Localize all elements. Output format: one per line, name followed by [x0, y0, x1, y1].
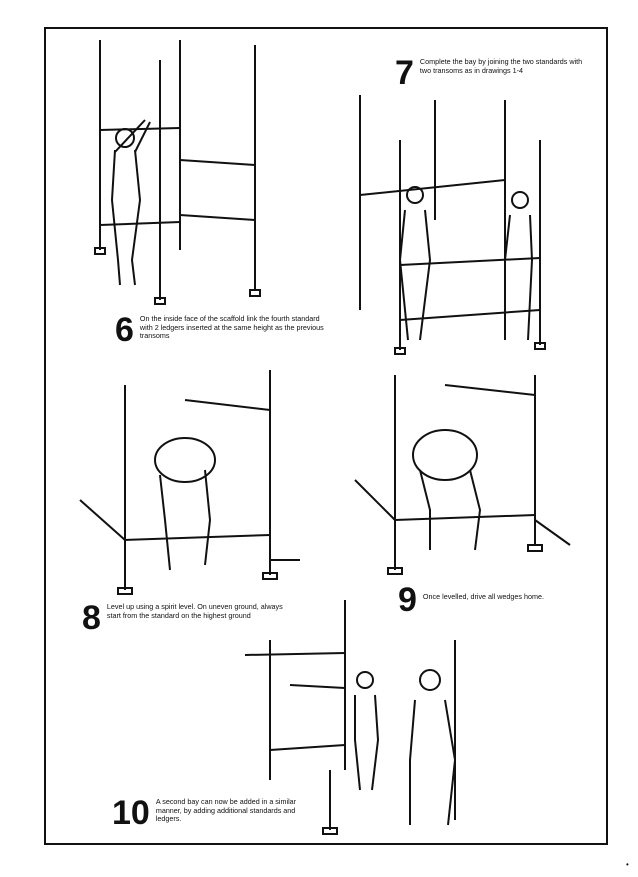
illustration-step-8 [79, 370, 300, 595]
step-7: 7 Complete the bay by joining the two st… [395, 54, 590, 92]
step-9: 9 Once levelled, drive all wedges home. [398, 581, 583, 619]
step-9-number: 9 [398, 581, 417, 619]
step-9-text: Once levelled, drive all wedges home. [422, 592, 544, 601]
illustration-step-9 [354, 375, 571, 575]
step-7-number: 7 [395, 54, 414, 92]
illustration-step-10 [244, 600, 457, 835]
step-8-number: 8 [82, 599, 101, 637]
illustration-step-6 [94, 40, 261, 305]
step-8-text: Level up using a spirit level. On uneven… [106, 602, 283, 620]
step-10-text: A second bay can now be added in a simil… [155, 797, 297, 824]
illustration-step-7 [359, 95, 546, 355]
step-7-text: Complete the bay by joining the two stan… [419, 57, 583, 75]
step-8: 8 Level up using a spirit level. On unev… [82, 599, 287, 637]
step-10-number: 10 [112, 794, 150, 832]
corner-mark: • [626, 860, 629, 869]
page-border [44, 27, 608, 845]
step-6-number: 6 [115, 311, 134, 349]
step-6-text: On the inside face of the scaffold link … [139, 314, 324, 341]
step-10: 10 A second bay can now be added in a si… [112, 794, 321, 832]
step-6: 6 On the inside face of the scaffold lin… [115, 311, 325, 349]
